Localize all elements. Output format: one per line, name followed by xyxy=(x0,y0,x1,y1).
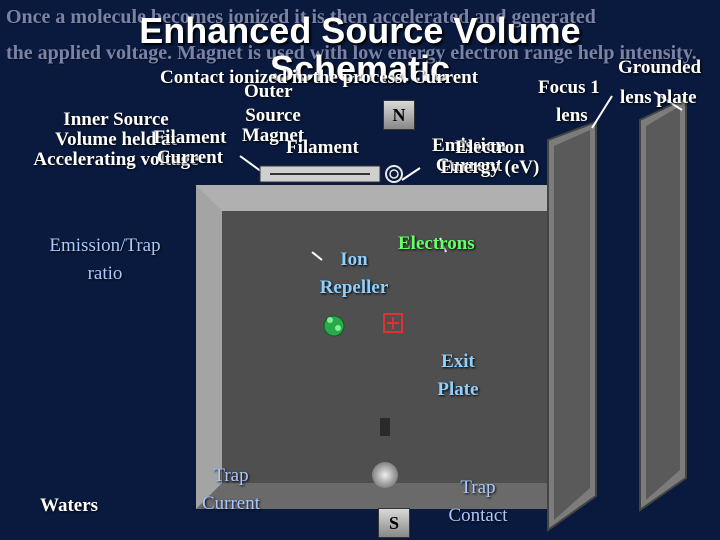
focus1-lens-plate xyxy=(548,122,596,530)
label-lens: lens xyxy=(556,106,588,126)
exit-aperture xyxy=(380,418,390,436)
label-electron-energy: Electron Energy (eV) xyxy=(420,138,560,178)
red-ion-icon xyxy=(384,314,402,332)
label-focus1: Focus 1 xyxy=(538,78,600,98)
label-filament: Filament xyxy=(286,138,359,158)
grounded-lens-plate xyxy=(640,98,686,510)
filament-assembly xyxy=(260,166,380,182)
magnet-north-pole: N xyxy=(383,100,415,130)
leader-focus1 xyxy=(592,96,612,128)
label-trap-contact: Trap Contact xyxy=(428,474,528,530)
filament-coil-icon xyxy=(386,166,402,182)
label-lens-plate: lens plate xyxy=(620,88,697,108)
label-grounded: Grounded xyxy=(618,58,701,78)
label-electrons: Electrons xyxy=(398,234,475,254)
label-contact-ionized: Contact ionized in the process. Current xyxy=(160,68,478,88)
leader-source-magnet xyxy=(240,156,262,172)
label-filament-current: Filament Current xyxy=(140,128,240,168)
label-ion-repeller: Ion Repeller xyxy=(304,246,404,302)
label-waters: Waters xyxy=(40,496,98,516)
green-ion-cluster-icon xyxy=(324,316,344,336)
label-outer: Outer xyxy=(244,82,293,102)
label-trap-current: Trap Current xyxy=(176,462,286,518)
label-emission-trap-ratio: Emission/Trap ratio xyxy=(20,232,190,288)
magnet-south-pole: S xyxy=(378,508,410,538)
label-exit-plate: Exit Plate xyxy=(408,348,508,404)
magnet-cylinder xyxy=(372,462,398,488)
